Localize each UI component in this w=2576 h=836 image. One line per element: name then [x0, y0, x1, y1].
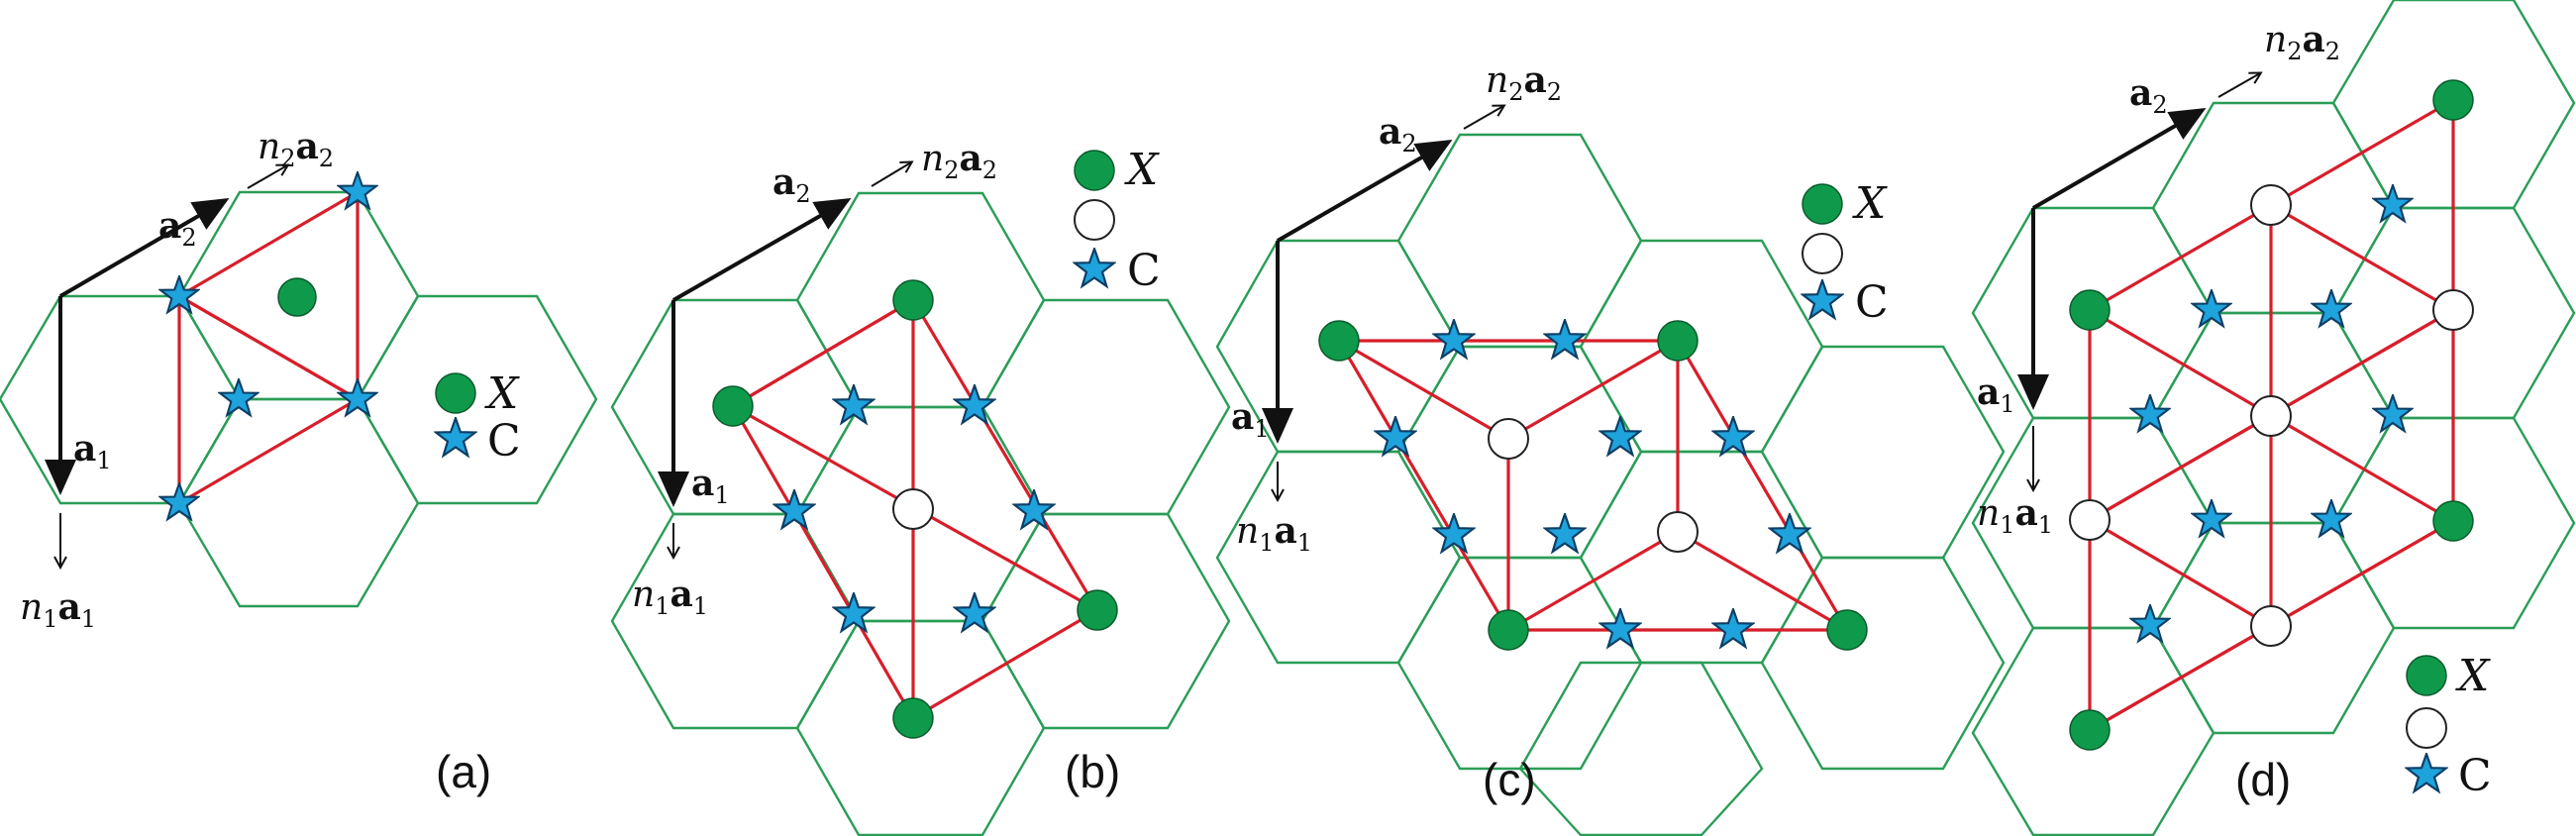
star-site [158, 482, 200, 521]
panel-a: a1 a2 n1a1 n2a2 X C (a) [0, 126, 598, 797]
green-circle-site-icon [435, 372, 476, 414]
n2a2-label: n2a2 [2264, 19, 2340, 65]
a1-label: a1 [1977, 371, 2015, 418]
legend-x-label: X [484, 368, 520, 419]
a1-label: a1 [73, 428, 112, 474]
green-site [1077, 589, 1118, 631]
panel-c: a1 a2 n1a1 n2a2 X C (c) [1215, 59, 2006, 836]
star-site [1711, 608, 1755, 649]
green-site [1826, 609, 1868, 651]
star-site [218, 378, 259, 417]
green-site [2069, 709, 2111, 751]
blue-star-site-icon [1801, 279, 1844, 320]
a2-arrow [58, 197, 230, 298]
panel-label: (a) [436, 746, 491, 797]
red-triangle [175, 189, 361, 506]
green-site [2432, 79, 2474, 121]
a2-arrow [2031, 107, 2207, 210]
white-circle-site-icon [1802, 233, 1843, 274]
star-site [2191, 289, 2232, 328]
white-site [2432, 289, 2474, 331]
white-site [2250, 605, 2292, 647]
legend: X C [434, 368, 521, 467]
legend-x-label: X [1124, 145, 1160, 195]
a2-arrow [1276, 139, 1453, 243]
green-site [1318, 320, 1360, 362]
red-triangles [1336, 339, 1850, 632]
star-site [2372, 184, 2414, 223]
legend: X C [1801, 178, 1889, 328]
white-site [892, 488, 934, 530]
n2a2-label: n2a2 [1486, 59, 1562, 106]
n1a1-label: n1a1 [1236, 510, 1312, 557]
green-site [1657, 320, 1699, 362]
a2-label: a2 [158, 205, 197, 252]
green-site [2432, 500, 2474, 542]
n2a2-label: n2a2 [258, 126, 334, 172]
blue-star-site-icon [434, 417, 477, 458]
panel-label: (c) [1483, 754, 1536, 805]
star-site [1432, 319, 1476, 360]
star-site [2191, 499, 2232, 538]
white-circle-site-icon [2406, 707, 2447, 749]
n1a1-label: n1a1 [1977, 492, 2053, 539]
star-site [1543, 513, 1587, 554]
legend-c-label: C [1127, 246, 1161, 296]
n1a1-label: n1a1 [20, 586, 96, 633]
panel-label: (d) [2235, 754, 2291, 805]
a1-label: a1 [691, 463, 730, 509]
n1a1-label: n1a1 [632, 574, 708, 620]
n2a2-arrow [247, 165, 287, 189]
panel-d: a1 a2 n1a1 n2a2 X C (d) [1971, 0, 2576, 836]
n2a2-label: n2a2 [921, 138, 997, 184]
a2-label: a2 [1379, 111, 1417, 157]
star-site [2372, 394, 2414, 433]
star-site [832, 592, 876, 633]
white-site [1657, 511, 1699, 553]
white-site [1488, 418, 1529, 460]
legend: X C [2405, 651, 2492, 801]
green-site [892, 279, 934, 321]
white-circle-site-icon [1074, 199, 1115, 241]
green-site [2069, 289, 2111, 331]
star-site [1598, 608, 1642, 649]
blue-star-site-icon [2405, 753, 2448, 793]
white-site [2069, 499, 2111, 541]
green-site [277, 277, 317, 317]
panel-label: (b) [1065, 746, 1120, 797]
green-circle-site-icon [1802, 183, 1843, 225]
hex-lattice [1215, 133, 2006, 836]
legend-x-label: X [2455, 651, 2491, 701]
n2a2-arrow [1463, 106, 1503, 130]
star-site [337, 378, 378, 417]
green-site [1488, 609, 1529, 651]
star-site [953, 592, 996, 633]
green-circle-site-icon [1074, 150, 1115, 191]
green-circle-site-icon [2406, 655, 2447, 696]
legend: X C [1073, 145, 1161, 296]
white-site [2250, 184, 2292, 226]
a2-arrow [672, 198, 852, 302]
green-site [712, 385, 754, 427]
n2a2-arrow [871, 162, 911, 187]
green-site [892, 697, 934, 739]
legend-c-label: C [487, 416, 521, 467]
blue-star-site-icon [1073, 248, 1116, 288]
a1-label: a1 [1231, 396, 1270, 443]
star-site [1598, 416, 1642, 457]
star-site [1768, 513, 1811, 554]
star-site [1374, 416, 1417, 457]
legend-c-label: C [2458, 751, 2492, 801]
white-site [2250, 395, 2292, 437]
a2-label: a2 [2129, 72, 2168, 119]
a2-label: a2 [773, 161, 811, 208]
n2a2-arrow [2217, 73, 2260, 98]
panel-b: a1 a2 n1a1 n2a2 X C (b) [610, 138, 1231, 836]
legend-x-label: X [1852, 178, 1888, 229]
legend-c-label: C [1855, 277, 1889, 328]
star-site [1543, 319, 1587, 360]
star-site [1711, 416, 1755, 457]
star-site [1012, 489, 1056, 530]
